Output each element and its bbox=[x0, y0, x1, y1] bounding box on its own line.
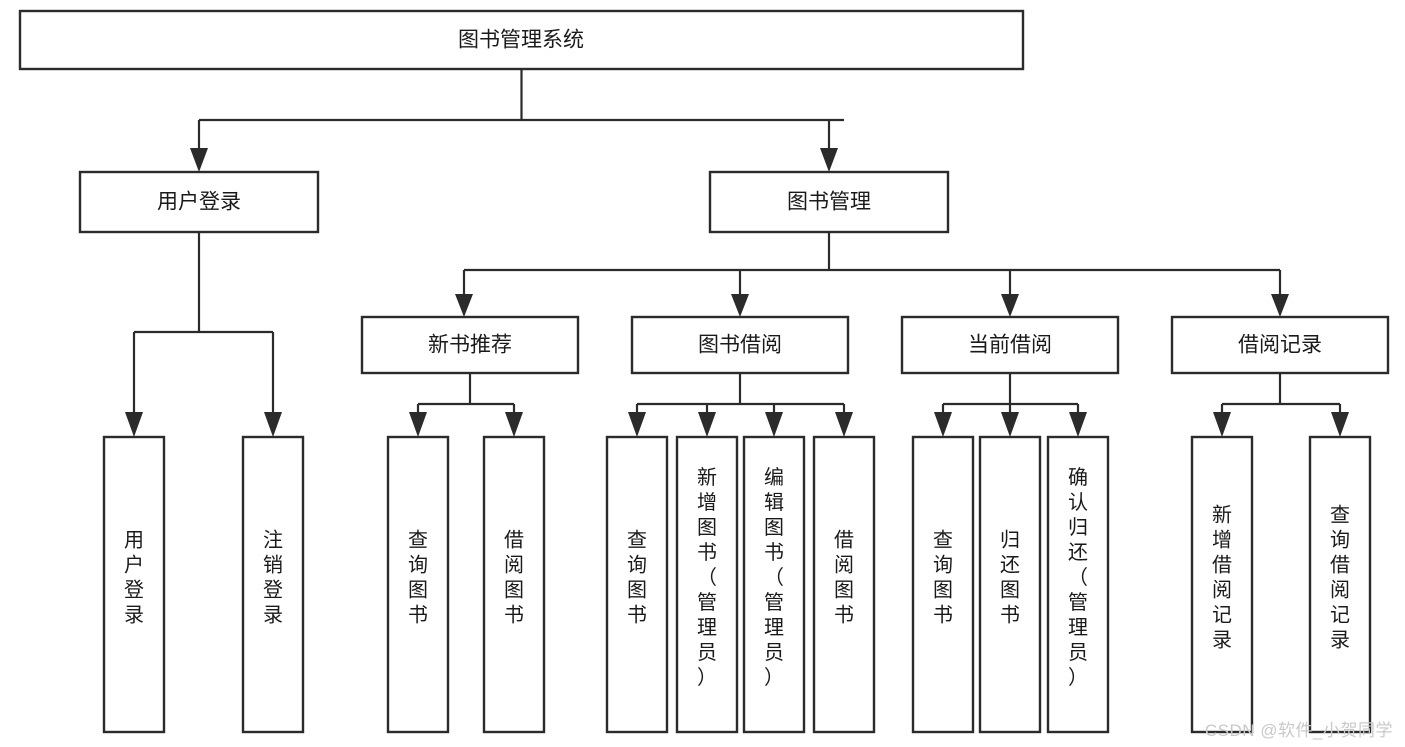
node-leaf-borrow-book-2-box[interactable] bbox=[812, 435, 876, 734]
node-leaf-add-book[interactable]: 新增图书（管理员） bbox=[675, 435, 739, 734]
node-new-book-recommend[interactable]: 新书推荐 bbox=[360, 315, 580, 375]
node-leaf-user-logout-label: 注销登录 bbox=[263, 529, 283, 627]
node-book-manage-box[interactable] bbox=[708, 170, 950, 234]
node-leaf-user-logout-box[interactable] bbox=[241, 435, 305, 734]
node-leaf-user-login[interactable]: 用户登录 bbox=[102, 435, 166, 734]
node-current-borrow[interactable]: 当前借阅 bbox=[900, 315, 1120, 375]
node-leaf-query-book-2[interactable]: 查询图书 bbox=[605, 435, 669, 734]
arrowhead-user-login bbox=[190, 148, 208, 172]
arrowhead-leaf-borrow-book-2 bbox=[835, 412, 853, 437]
node-leaf-add-book-label: 新增图书（管理员） bbox=[697, 466, 717, 689]
node-leaf-borrow-book-1[interactable]: 借阅图书 bbox=[482, 435, 546, 734]
node-user-login-label: 用户登录 bbox=[157, 191, 241, 214]
node-book-borrow-box[interactable] bbox=[630, 315, 850, 375]
node-book-borrow[interactable]: 图书借阅 bbox=[630, 315, 850, 375]
node-leaf-user-login-label: 用户登录 bbox=[124, 530, 144, 627]
node-root-label: 图书管理系统 bbox=[458, 29, 584, 52]
node-root-box[interactable] bbox=[18, 9, 1025, 71]
node-leaf-add-record-label: 新增借阅记录 bbox=[1212, 504, 1232, 652]
node-leaf-query-book-2-box[interactable] bbox=[605, 435, 669, 734]
node-leaf-add-record[interactable]: 新增借阅记录 bbox=[1190, 435, 1254, 734]
arrowhead-leaf-query-book-3 bbox=[934, 412, 952, 437]
node-leaf-query-record-box[interactable] bbox=[1308, 435, 1372, 734]
node-leaf-confirm-return-label: 确认归还（管理员） bbox=[1068, 466, 1088, 689]
node-borrow-record[interactable]: 借阅记录 bbox=[1170, 315, 1390, 375]
node-leaf-add-record-box[interactable] bbox=[1190, 435, 1254, 734]
node-leaf-query-book-1[interactable]: 查询图书 bbox=[386, 435, 450, 734]
node-leaf-edit-book[interactable]: 编辑图书（管理员） bbox=[742, 435, 806, 734]
node-root[interactable]: 图书管理系统 bbox=[18, 9, 1025, 71]
node-leaf-query-book-1-box[interactable] bbox=[386, 435, 450, 734]
node-leaf-borrow-book-2[interactable]: 借阅图书 bbox=[812, 435, 876, 734]
node-leaf-confirm-return[interactable]: 确认归还（管理员） bbox=[1046, 435, 1110, 734]
node-current-borrow-box[interactable] bbox=[900, 315, 1120, 375]
node-leaf-query-book-1-label: 查询图书 bbox=[408, 529, 428, 627]
node-borrow-record-box[interactable] bbox=[1170, 315, 1390, 375]
arrowhead-leaf-return-book bbox=[1001, 412, 1019, 437]
node-leaf-query-record[interactable]: 查询借阅记录 bbox=[1308, 435, 1372, 734]
edges-layer bbox=[125, 69, 1349, 437]
node-user-login[interactable]: 用户登录 bbox=[78, 170, 320, 234]
node-leaf-user-login-box[interactable] bbox=[102, 435, 166, 734]
node-leaf-return-book[interactable]: 归还图书 bbox=[978, 435, 1042, 734]
node-leaf-edit-book-label: 编辑图书（管理员） bbox=[764, 466, 784, 689]
node-leaf-query-book-2-label: 查询图书 bbox=[627, 529, 647, 627]
node-leaf-edit-book-box[interactable] bbox=[742, 435, 806, 734]
node-new-book-recommend-box[interactable] bbox=[360, 315, 580, 375]
arrowhead-leaf-query-book-1 bbox=[409, 412, 427, 437]
arrowhead-leaf-user-logout bbox=[264, 412, 282, 437]
arrowhead-leaf-add-record bbox=[1213, 412, 1231, 437]
arrowhead-new-book-recommend bbox=[455, 294, 473, 317]
node-book-borrow-label: 图书借阅 bbox=[698, 334, 782, 357]
arrowhead-leaf-query-book-2 bbox=[628, 412, 646, 437]
node-borrow-record-label: 借阅记录 bbox=[1238, 334, 1322, 357]
arrowhead-book-borrow bbox=[731, 294, 749, 317]
node-leaf-borrow-book-1-box[interactable] bbox=[482, 435, 546, 734]
node-leaf-user-logout[interactable]: 注销登录 bbox=[241, 435, 305, 734]
arrowhead-leaf-edit-book bbox=[765, 412, 783, 437]
node-leaf-return-book-box[interactable] bbox=[978, 435, 1042, 734]
node-leaf-query-book-3[interactable]: 查询图书 bbox=[911, 435, 975, 734]
arrowhead-leaf-add-book bbox=[698, 412, 716, 437]
node-leaf-confirm-return-box[interactable] bbox=[1046, 435, 1110, 734]
node-book-manage-label: 图书管理 bbox=[787, 191, 871, 214]
node-current-borrow-label: 当前借阅 bbox=[968, 334, 1052, 357]
arrowhead-leaf-user-login bbox=[125, 412, 143, 437]
node-leaf-query-record-label: 查询借阅记录 bbox=[1330, 504, 1350, 652]
node-leaf-add-book-box[interactable] bbox=[675, 435, 739, 734]
node-leaf-borrow-book-1-label: 借阅图书 bbox=[504, 529, 524, 627]
node-leaf-query-book-3-box[interactable] bbox=[911, 435, 975, 734]
arrowhead-current-borrow bbox=[1001, 294, 1019, 317]
node-leaf-query-book-3-label: 查询图书 bbox=[933, 529, 953, 627]
node-leaf-return-book-label: 归还图书 bbox=[1000, 529, 1020, 627]
arrowhead-leaf-query-record bbox=[1331, 412, 1349, 437]
arrowhead-book-manage bbox=[820, 148, 838, 172]
node-user-login-box[interactable] bbox=[78, 170, 320, 234]
node-new-book-recommend-label: 新书推荐 bbox=[428, 334, 512, 357]
node-leaf-borrow-book-2-label: 借阅图书 bbox=[834, 529, 854, 627]
arrowhead-borrow-record bbox=[1271, 294, 1289, 317]
node-book-manage[interactable]: 图书管理 bbox=[708, 170, 950, 234]
arrowhead-leaf-confirm-return bbox=[1069, 412, 1087, 437]
arrowhead-leaf-borrow-book-1 bbox=[505, 412, 523, 437]
